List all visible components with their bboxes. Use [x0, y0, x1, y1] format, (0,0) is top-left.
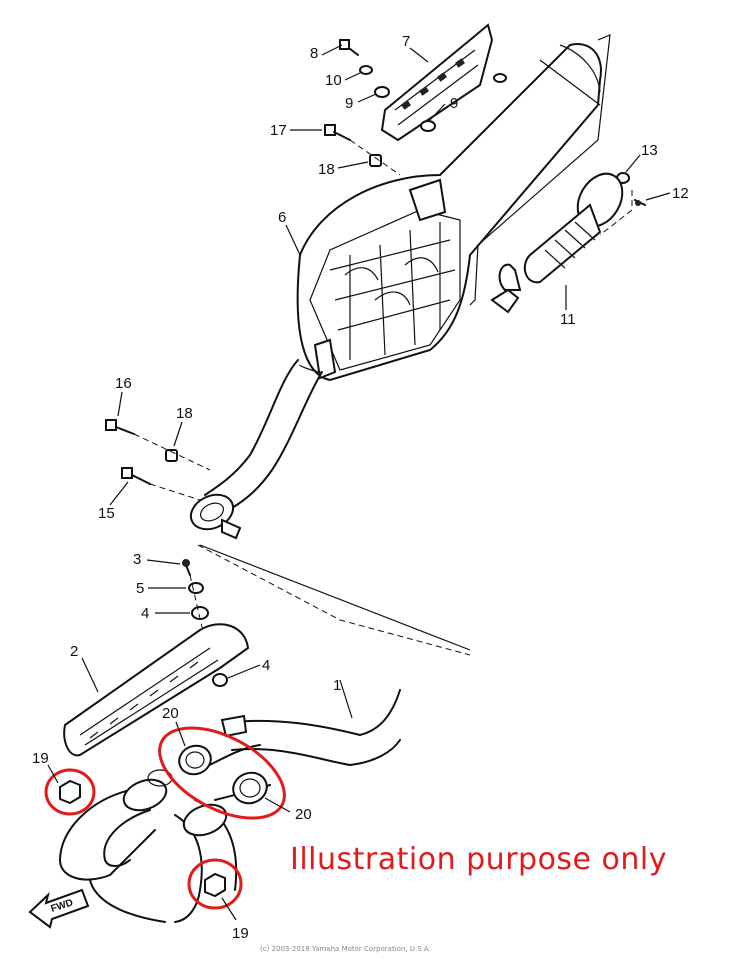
- highlight-nut-right: [187, 858, 243, 910]
- leader-lines: [133, 139, 633, 656]
- callout-12: 12: [672, 185, 689, 202]
- highlight-nut-left: [44, 768, 96, 816]
- copyright-text: (c) 2003-2018 Yamaha Motor Corporation, …: [260, 945, 431, 953]
- header-heat-shield: [63, 623, 250, 757]
- gaskets: [178, 744, 268, 805]
- callout-6: 6: [278, 209, 286, 226]
- callout-19b: 19: [232, 925, 249, 942]
- callout-17: 17: [270, 122, 287, 139]
- highlight-gaskets: [158, 726, 286, 820]
- callout-18a: 18: [318, 161, 335, 178]
- callout-18b: 18: [176, 405, 193, 422]
- callout-8: 8: [310, 45, 318, 62]
- callout-19a: 19: [32, 750, 49, 767]
- callout-7: 7: [402, 33, 410, 50]
- nuts: [59, 779, 226, 898]
- callout-3: 3: [133, 551, 141, 568]
- callout-labels: 8 7 10 9 9 17 18 6 13 12 11 16 18 15 3 5…: [32, 33, 689, 942]
- callout-9a: 9: [345, 95, 353, 112]
- spark-arrester: [490, 172, 624, 314]
- callout-4b: 4: [262, 657, 270, 674]
- red-highlights: [44, 726, 286, 910]
- callout-13: 13: [641, 142, 658, 159]
- callout-15: 15: [98, 505, 115, 522]
- callout-9b: 9: [450, 95, 458, 112]
- muffler: [189, 43, 602, 540]
- callout-4a: 4: [141, 605, 149, 622]
- callout-20b: 20: [295, 806, 312, 823]
- assembly-outline: [199, 34, 611, 651]
- illustration-note: Illustration purpose only: [290, 842, 668, 877]
- callout-2: 2: [70, 643, 78, 660]
- fwd-arrow: FWD: [28, 888, 90, 929]
- callout-20a: 20: [162, 705, 179, 722]
- callout-16: 16: [115, 375, 132, 392]
- callout-leaders: [47, 44, 671, 921]
- callout-11: 11: [560, 311, 576, 328]
- callout-10: 10: [325, 72, 342, 89]
- callout-1: 1: [333, 677, 341, 694]
- hardware: [105, 39, 646, 687]
- muffler-heat-shield: [380, 23, 494, 142]
- callout-5: 5: [136, 580, 144, 597]
